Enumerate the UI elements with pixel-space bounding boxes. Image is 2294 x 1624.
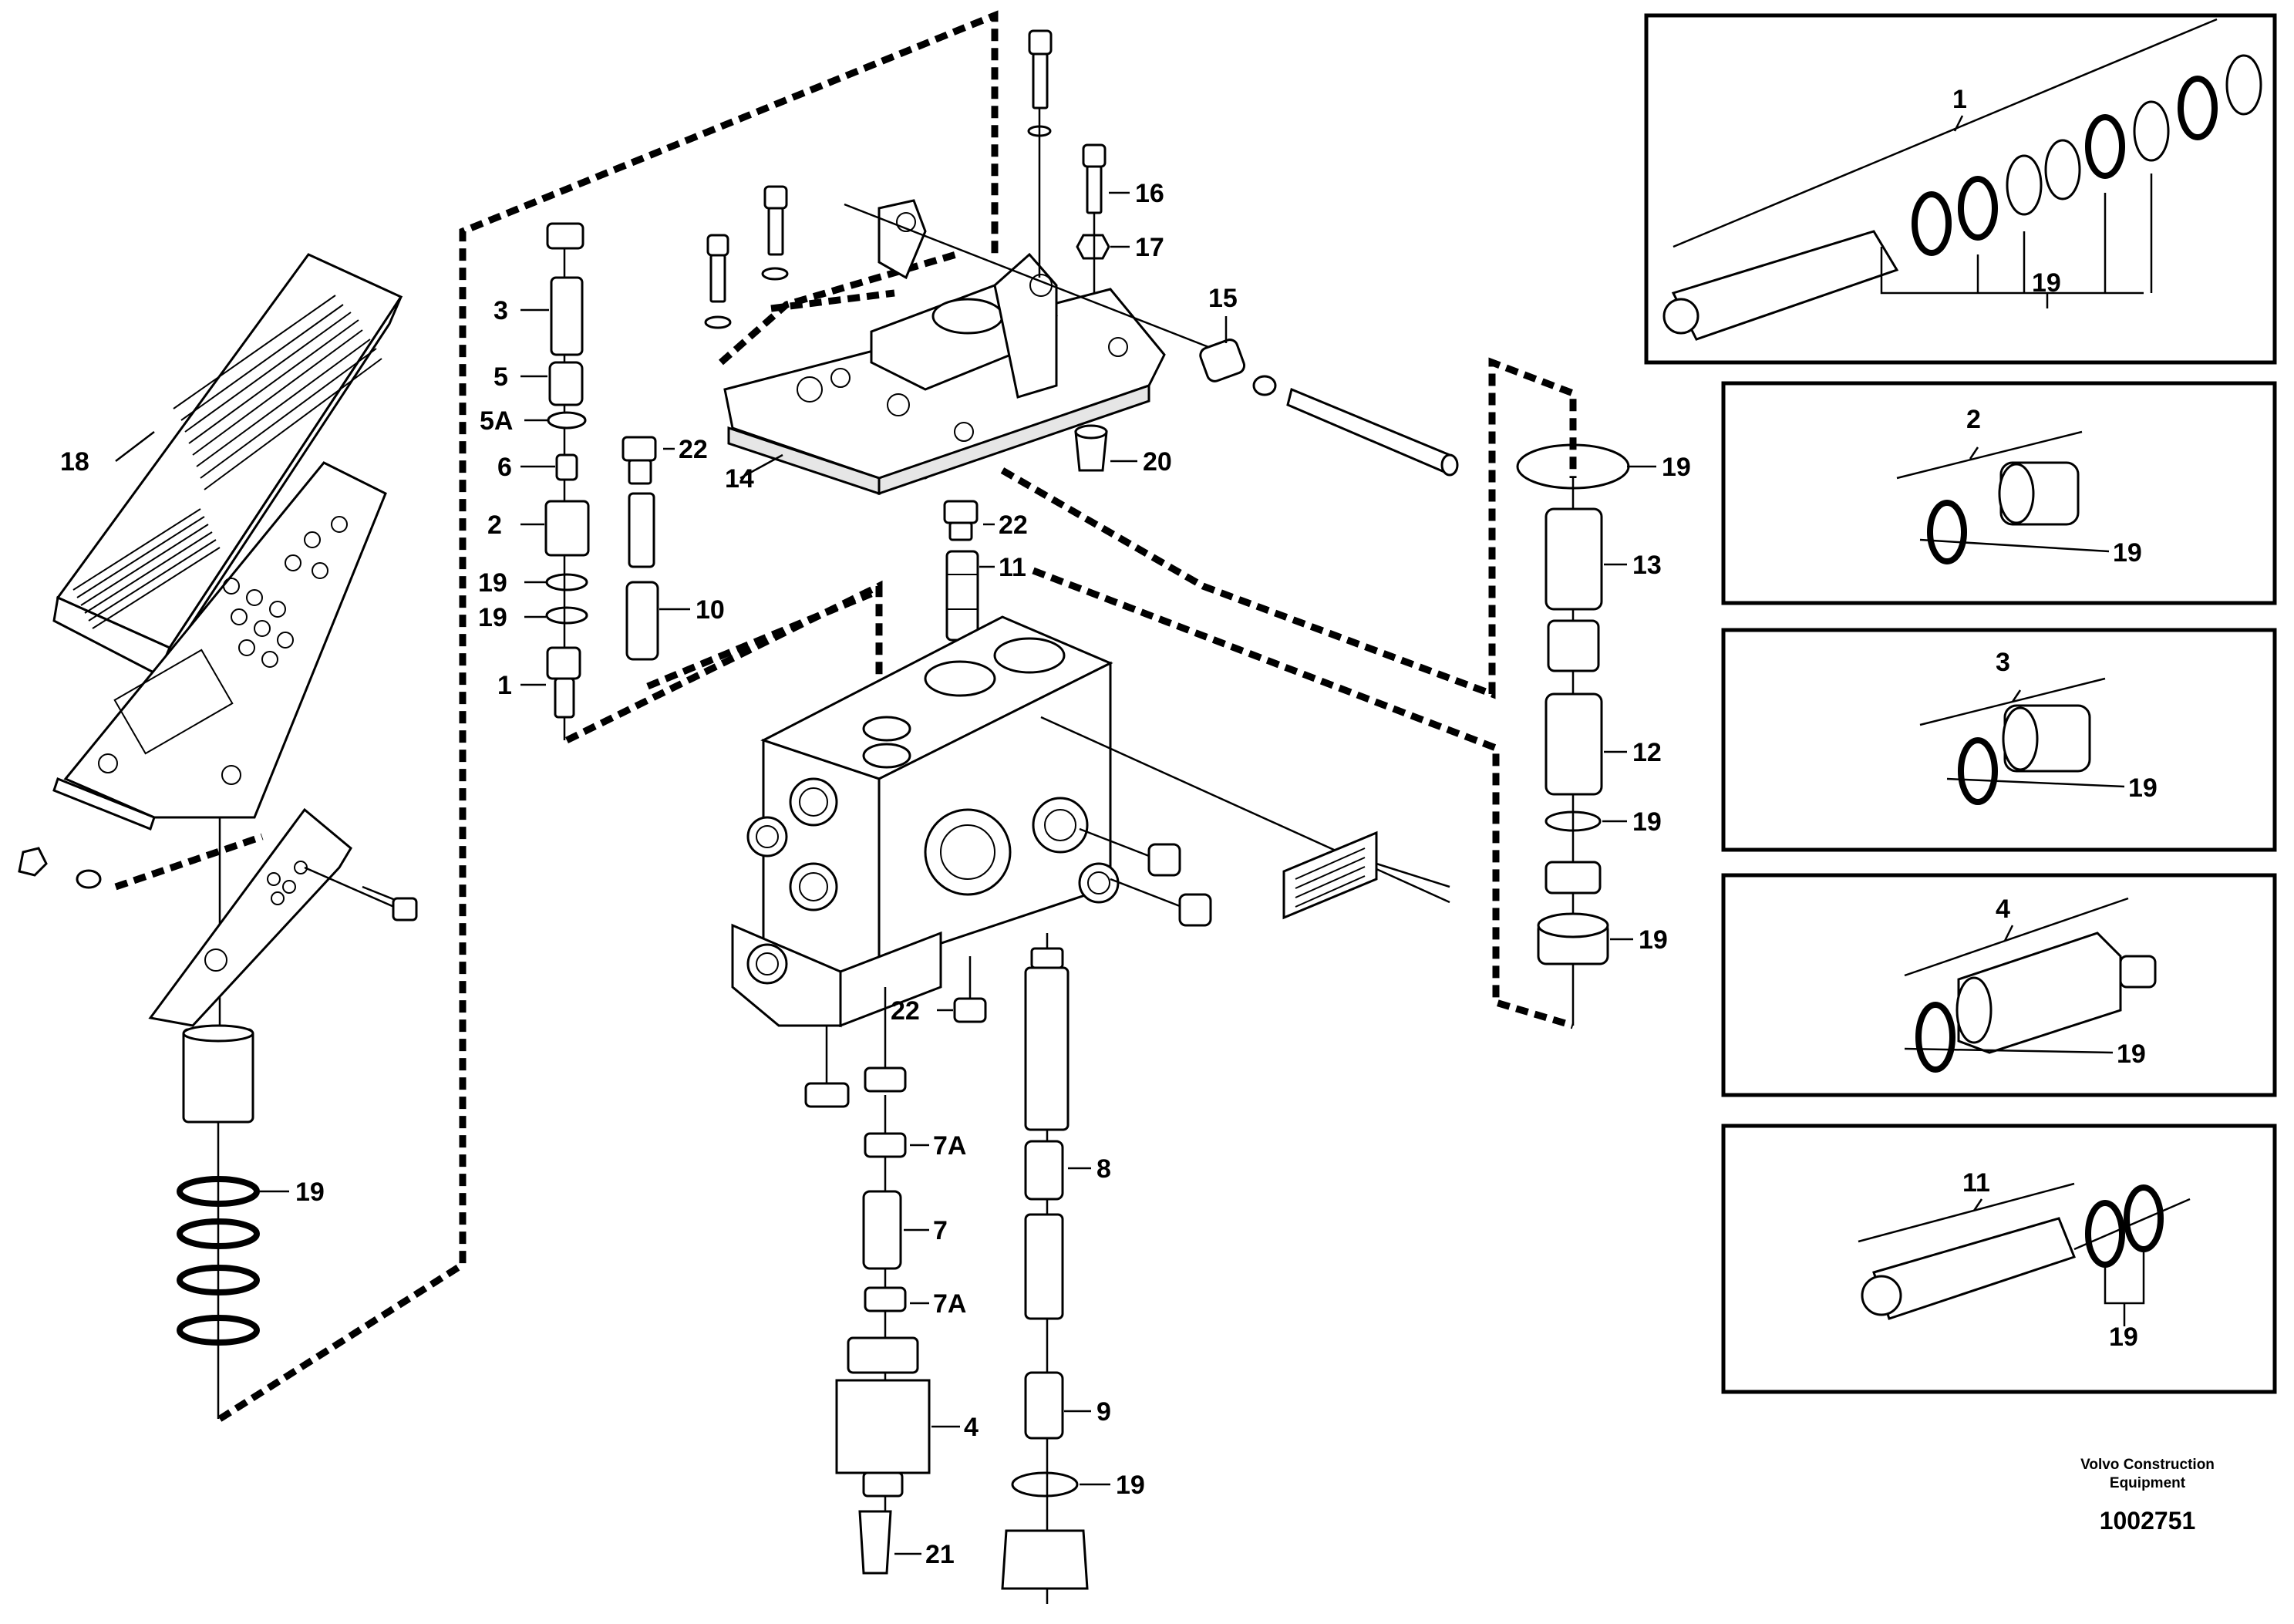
callout-19-pedal: 19 [295, 1178, 325, 1207]
document-number: 1002751 [2100, 1507, 2196, 1535]
detail-panel-4 [1721, 873, 2277, 1097]
brand-line-2: Equipment [2110, 1475, 2186, 1491]
callout-19-right-mid: 19 [1632, 807, 1662, 837]
callout-14: 14 [725, 464, 754, 494]
detail-panel-1 [1644, 13, 2277, 365]
panel-3-part-label: 3 [1996, 648, 2010, 677]
panel-4-seal-label: 19 [2117, 1039, 2146, 1069]
callout-13: 13 [1632, 551, 1662, 580]
callout-labels: 18 3 5 5A 6 2 19 19 1 22 10 14 16 17 15 … [60, 179, 1691, 1569]
top-cover-plate [723, 199, 1219, 496]
panel-11-part-label: 11 [1962, 1168, 1990, 1198]
callout-10: 10 [696, 595, 725, 625]
callout-3: 3 [493, 296, 508, 325]
callout-20: 20 [1143, 447, 1172, 477]
bottom-right-plungers [1001, 933, 1110, 1604]
callout-19-left-a: 19 [478, 568, 507, 598]
callout-19-right-top: 19 [1662, 453, 1691, 482]
callout-5: 5 [493, 362, 508, 392]
callout-19-right-low: 19 [1639, 925, 1668, 955]
valve-body [731, 615, 1450, 1028]
callout-22-bottom: 22 [891, 996, 920, 1026]
detail-panel-labels: 1 19 2 19 3 19 4 19 11 19 [1952, 85, 2158, 1352]
detail-panel-3 [1721, 628, 2277, 852]
detail-panel-11 [1721, 1124, 2277, 1394]
detail-panel-2 [1721, 381, 2277, 605]
callout-16: 16 [1135, 179, 1164, 208]
callout-12: 12 [1632, 738, 1662, 767]
callout-7a-top: 7A [933, 1131, 966, 1161]
callout-5a: 5A [480, 406, 513, 436]
panel-1-seal-label: 19 [2032, 268, 2061, 298]
brand-line-1: Volvo Construction [2080, 1457, 2215, 1473]
callout-2: 2 [487, 510, 502, 540]
foot-pedal-assembly [18, 253, 418, 1419]
top-screws [704, 29, 1130, 329]
callout-7a-bottom: 7A [933, 1289, 966, 1319]
panel-1-part-label: 1 [1952, 85, 1967, 114]
callout-18: 18 [60, 447, 89, 477]
spool-11 [943, 500, 995, 642]
assembly-guide-lines [114, 10, 1577, 1422]
callout-6: 6 [497, 453, 512, 482]
callout-8: 8 [1096, 1154, 1111, 1184]
spring-15-pin [1074, 316, 1459, 477]
callout-1: 1 [497, 671, 512, 700]
callout-7: 7 [933, 1216, 948, 1245]
callout-15: 15 [1208, 284, 1238, 313]
callout-17: 17 [1135, 233, 1164, 262]
callout-19-bottom: 19 [1116, 1471, 1145, 1500]
footer-brand: Volvo Construction Equipment 1002751 [2080, 1457, 2215, 1535]
label-plate [1282, 831, 1450, 920]
callout-19-left-b: 19 [478, 603, 507, 632]
panel-11-seal-label: 19 [2109, 1322, 2138, 1352]
callout-9: 9 [1096, 1397, 1111, 1427]
callout-22-mid: 22 [999, 510, 1028, 540]
plug-spring-10 [622, 436, 690, 661]
right-valve-stack [1516, 443, 1656, 1026]
panel-3-seal-label: 19 [2128, 773, 2158, 803]
panel-2-seal-label: 19 [2113, 538, 2142, 568]
panel-4-part-label: 4 [1996, 895, 2010, 924]
callout-21: 21 [925, 1540, 955, 1569]
left-valve-stack [520, 222, 590, 740]
callout-22-top: 22 [679, 435, 708, 464]
panel-2-part-label: 2 [1966, 405, 1981, 434]
callout-11: 11 [999, 553, 1026, 582]
callout-4: 4 [964, 1413, 979, 1442]
bottom-left-plugs [804, 956, 987, 1575]
